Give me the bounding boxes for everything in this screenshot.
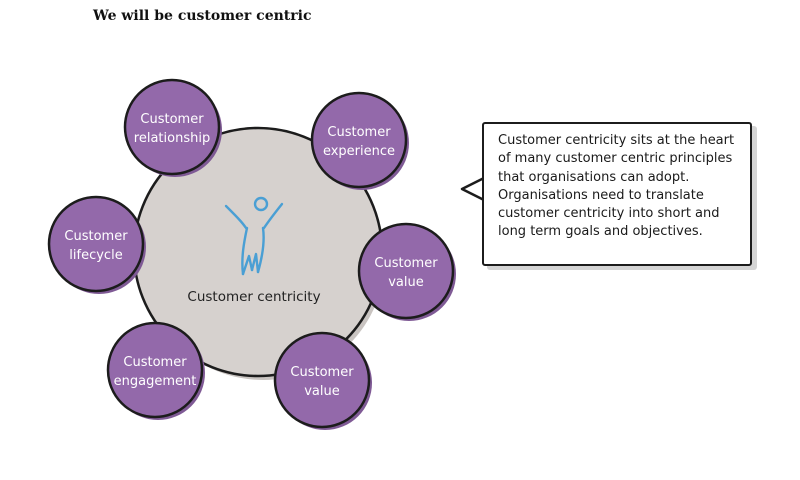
callout-line: Customer centricity sits at the heart bbox=[498, 133, 735, 148]
node-experience: Customer experience bbox=[310, 91, 409, 190]
node-label: relationship bbox=[134, 131, 210, 146]
callout-box: Customer centricity sits at the heart of… bbox=[482, 122, 752, 266]
node-circle bbox=[357, 222, 455, 320]
person-raised-arms-icon bbox=[224, 196, 284, 276]
node-circle bbox=[106, 321, 204, 419]
node-circle bbox=[47, 195, 145, 293]
node-label: engagement bbox=[114, 374, 197, 389]
center-label: Customer centricity bbox=[187, 289, 320, 305]
callout-text: Customer centricity sits at the heart of… bbox=[498, 132, 740, 242]
node-value-right: Customer value bbox=[357, 222, 456, 321]
callout-line: that organisations can adopt. bbox=[498, 169, 690, 185]
node-circle bbox=[123, 78, 221, 176]
node-label: value bbox=[304, 384, 340, 399]
node-value-bottom: Customer value bbox=[273, 331, 372, 430]
node-label: Customer bbox=[140, 112, 204, 127]
callout-line: of many customer centric principles bbox=[498, 151, 733, 167]
node-circle bbox=[273, 331, 371, 429]
node-engagement: Customer engagement bbox=[106, 321, 205, 420]
callout-line: Organisations need to translate bbox=[498, 187, 704, 203]
callout-line: customer centricity into short and bbox=[498, 206, 720, 222]
node-label: experience bbox=[323, 144, 395, 159]
node-label: Customer bbox=[64, 229, 128, 244]
node-label: Customer bbox=[290, 365, 354, 380]
node-relationship: Customer relationship bbox=[123, 78, 222, 177]
callout-line: long term goals and objectives. bbox=[498, 224, 703, 240]
page-title: We will be customer centric bbox=[93, 8, 312, 24]
node-label: Customer bbox=[327, 125, 391, 140]
node-label: value bbox=[388, 275, 424, 290]
node-lifecycle: Customer lifecycle bbox=[47, 195, 146, 294]
node-label: lifecycle bbox=[69, 248, 122, 263]
node-label: Customer bbox=[123, 355, 187, 370]
node-label: Customer bbox=[374, 256, 438, 271]
callout-pointer bbox=[460, 176, 485, 202]
node-circle bbox=[310, 91, 408, 189]
